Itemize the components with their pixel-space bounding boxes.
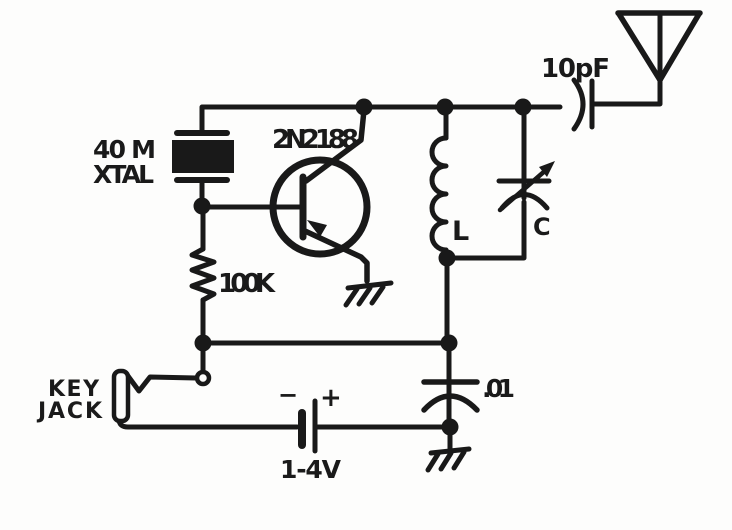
ground-icon (425, 446, 472, 473)
coupling-capacitor-label: 10pF (541, 54, 611, 84)
transistor-label: 2N2188 (272, 125, 360, 155)
wire-tank-bottom (444, 199, 527, 261)
inductor-label: L (452, 216, 470, 247)
wire-jack-to-battery (116, 416, 300, 430)
battery-plus-sign: + (320, 383, 343, 413)
antenna-icon (615, 10, 703, 83)
varcap-label: C (533, 213, 552, 241)
ground2-tine (438, 450, 454, 472)
variable-capacitor-symbol (496, 161, 555, 213)
junction-dots (193, 98, 532, 436)
pnp-arrow-icon (307, 220, 327, 237)
ground1-bar (345, 280, 394, 291)
transistor-circle (269, 156, 371, 258)
coupling-capacitor-symbol (571, 77, 595, 132)
key-jack-symbol (111, 368, 212, 424)
antenna-right-side (657, 11, 702, 83)
key-jack-label-line2: JACK (36, 399, 103, 424)
transistor-collector (303, 107, 367, 184)
wire-top-rail (199, 104, 563, 135)
transistor-emitter (302, 228, 370, 284)
jack-body (111, 368, 131, 424)
ground1-tine (343, 286, 360, 308)
junction-dot (441, 418, 459, 436)
ground1-tine (369, 284, 386, 306)
ground2-tine (425, 451, 441, 473)
battery-label: 1-4V (280, 455, 342, 484)
inductor-symbol (429, 135, 449, 253)
varcap-arrow-shaft (497, 167, 549, 213)
crystal-body (172, 140, 234, 173)
junction-dot (438, 249, 456, 267)
antenna-left-side (616, 11, 663, 83)
ground1-tine (356, 285, 373, 307)
resistor-label: 100K (218, 269, 276, 299)
ground2-tine (451, 449, 467, 471)
battery-minus-sign: − (278, 381, 299, 409)
junction-dot (193, 197, 211, 215)
bypass-curved-plate (421, 393, 480, 413)
bypass-capacitor-label: .01 (482, 374, 516, 403)
transistor-symbol (269, 107, 371, 284)
junction-dot (514, 98, 532, 116)
junction-dot (355, 98, 373, 116)
junction-dot (440, 334, 458, 352)
varcap-arrow-head (539, 161, 555, 177)
wire-to-antenna (591, 10, 663, 107)
crystal-label-line2: XTAL (93, 160, 155, 189)
jack-open-contact (194, 369, 212, 387)
key-jack-label-line1: KEY (48, 377, 100, 402)
crystal-label-line1: 40 M (93, 135, 157, 164)
battery-symbol (298, 398, 318, 454)
junction-dot (436, 98, 454, 116)
crystal-symbol (172, 130, 234, 183)
bypass-capacitor-symbol (421, 379, 480, 413)
ground-icon (343, 280, 394, 308)
jack-spring-contact (125, 373, 199, 394)
resistor-symbol (189, 246, 217, 303)
coupling-curved-plate (571, 77, 586, 132)
junction-dot (194, 334, 212, 352)
